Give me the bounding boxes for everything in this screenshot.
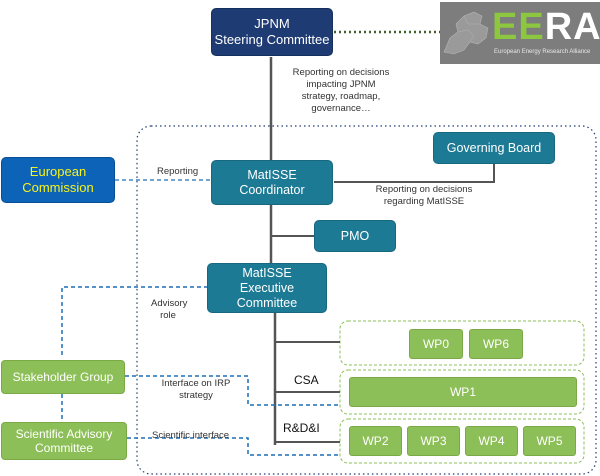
pmo-label: PMO <box>340 228 370 243</box>
rdi-label: R&D&I <box>283 421 320 435</box>
wp-box: WP2 <box>349 426 402 456</box>
wp-box: WP0 <box>409 329 463 359</box>
governing-board-label: Governing Board <box>446 140 542 155</box>
advisory-role-line <box>61 286 207 355</box>
wp-box: WP4 <box>465 426 518 456</box>
stakeholder-group-box: Stakeholder Group <box>1 360 125 394</box>
wp-label: WP5 <box>536 433 563 448</box>
wp-box: WP1 <box>349 377 577 407</box>
wp-box: WP3 <box>407 426 460 456</box>
eera-wordmark: EERA <box>492 6 600 49</box>
reporting-jpnm-label: Reporting on decisions impacting JPNM st… <box>292 67 390 114</box>
pmo-box: PMO <box>314 220 396 252</box>
eera-wordmark-green: EE <box>492 6 545 48</box>
reporting-matisse-label: Reporting on decisions regarding MatISSE <box>375 184 473 207</box>
scientific-advisory-committee-box: Scientific Advisory Committee <box>1 422 127 460</box>
wp-box: WP5 <box>523 426 576 456</box>
wp-label: WP4 <box>478 433 505 448</box>
european-commission-box: European Commission <box>1 157 115 203</box>
wp-label: WP0 <box>422 336 449 351</box>
eera-subtitle: European Energy Research Alliance <box>494 49 591 55</box>
matisse-executive-committee-label: MatISSE Executive Committee <box>236 265 298 310</box>
matisse-coordinator-label: MatISSE Coordinator <box>239 167 305 197</box>
governing-board-box: Governing Board <box>433 132 555 164</box>
wp-label: WP1 <box>449 384 476 399</box>
wp-label: WP6 <box>482 336 509 351</box>
irp-interface-line <box>125 375 340 406</box>
scientific-advisory-committee-label: Scientific Advisory Committee <box>15 426 113 455</box>
wp-label: WP2 <box>362 433 389 448</box>
matisse-coordinator-box: MatISSE Coordinator <box>211 160 333 205</box>
csa-label: CSA <box>294 373 319 387</box>
scientific-interface-label: Scientific interface <box>152 430 230 441</box>
stakeholder-group-label: Stakeholder Group <box>12 369 114 384</box>
eera-wordmark-white: RA <box>544 6 600 48</box>
matisse-boundary <box>136 125 597 475</box>
interface-irp-label: Interface on IRP strategy <box>161 378 231 401</box>
advisory-role-label: Advisory role <box>151 298 188 321</box>
scientific-interface-line <box>127 437 340 456</box>
eera-logo: EERA European Energy Research Alliance <box>440 2 600 64</box>
jpnm-steering-committee-box: JPNM Steering Committee <box>211 8 333 56</box>
reporting-label: Reporting <box>157 166 199 177</box>
board-connector-line <box>334 163 495 183</box>
wp-label: WP3 <box>420 433 447 448</box>
europe-map-icon <box>443 11 489 55</box>
european-commission-label: European Commission <box>22 164 94 195</box>
wp-box: WP6 <box>469 329 523 359</box>
jpnm-steering-committee-label: JPNM Steering Committee <box>214 16 330 47</box>
matisse-executive-committee-box: MatISSE Executive Committee <box>207 263 327 313</box>
